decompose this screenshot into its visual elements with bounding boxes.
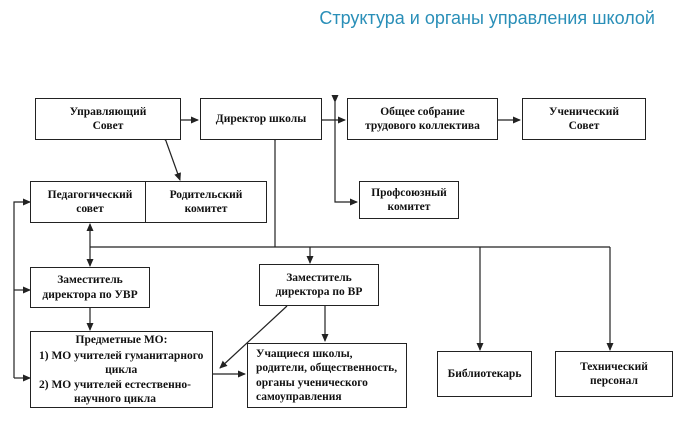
link-left-pedsovet: [13, 198, 31, 378]
pedagogical-council-box: Педагогический совет: [30, 181, 150, 223]
subject-mo-item: 2) МО учителей естественно- научного цик…: [39, 378, 191, 406]
student-council-box: Ученический Совет: [522, 98, 646, 140]
link-director-union: [331, 95, 358, 206]
page-title: Структура и органы управления школой: [319, 8, 655, 28]
librarian-box: Библиотекарь: [437, 351, 532, 397]
governing-council-box: Управляющий Совет: [35, 98, 181, 140]
subject-mo-box: Предметные МО: 1) МО учителей гуманитарн…: [30, 331, 213, 408]
link-council-parents: [160, 133, 181, 181]
students-parents-box: Учащиеся школы, родители, общественность…: [247, 343, 407, 408]
union-committee-box: Профсоюзный комитет: [359, 181, 459, 219]
director-box: Директор школы: [200, 98, 322, 140]
deputy-uvr-box: Заместитель директора по УВР: [30, 267, 150, 308]
subject-mo-header: Предметные МО:: [75, 333, 168, 346]
parent-committee-box: Родительский комитет: [145, 181, 267, 223]
tech-staff-box: Технический персонал: [555, 351, 673, 397]
subject-mo-item: 1) МО учителей гуманитарного цикла: [39, 349, 204, 377]
link-vr-mo: [219, 305, 288, 369]
general-meeting-box: Общее собрание трудового коллектива: [347, 98, 498, 140]
deputy-vr-box: Заместитель директора по ВР: [259, 264, 379, 306]
